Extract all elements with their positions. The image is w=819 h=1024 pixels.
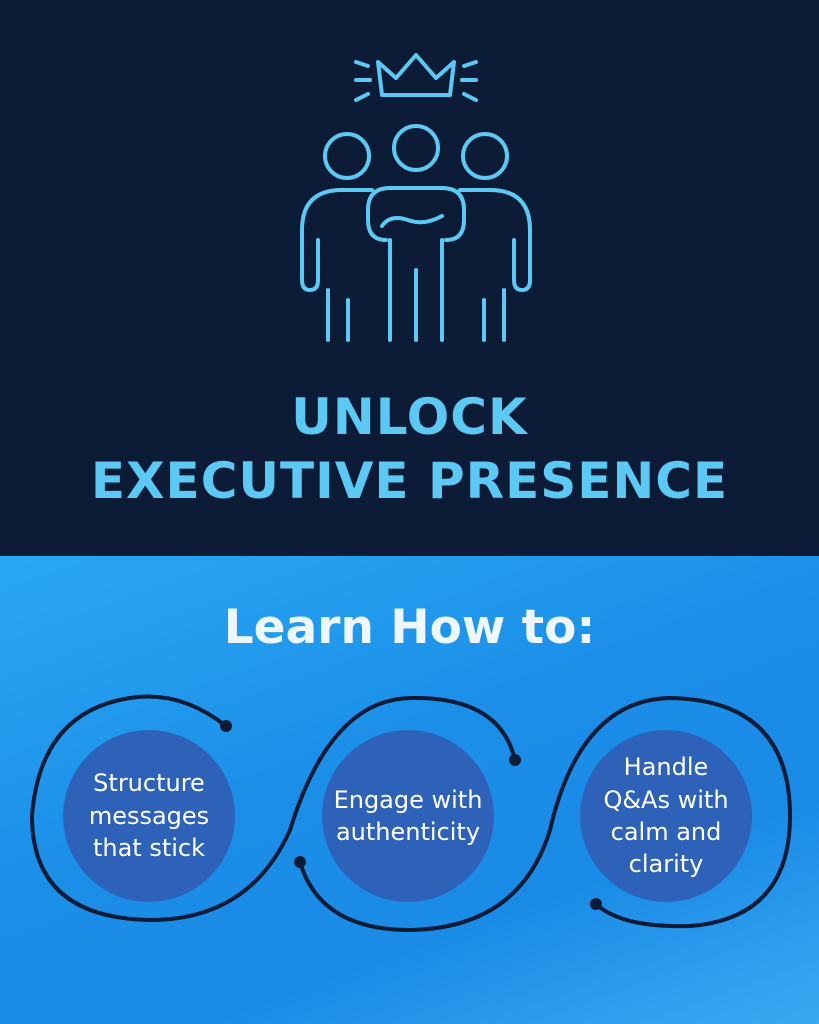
connector-dot [590,898,602,910]
connector-wave-line [29,694,793,933]
step-circle-structure: Structure messages that stick [63,730,235,902]
headline-line-1: UNLOCK [291,388,528,446]
leader-team-crown-icon [300,53,532,342]
headline-line-2: EXECUTIVE PRESENCE [90,452,729,510]
step-label: Handle Q&As with calm and clarity [603,753,729,879]
step-label: Engage with authenticity [333,785,483,846]
connector-dot [294,856,306,868]
learn-how-heading: Learn How to: [223,600,596,655]
step-label: Structure messages that stick [88,769,210,863]
connector-dot [220,720,232,732]
step-circle-engage: Engage with authenticity [322,730,494,902]
connector-dot [509,754,521,766]
top-panel [0,0,819,556]
step-circle-handle: Handle Q&As with calm and clarity [580,730,752,902]
